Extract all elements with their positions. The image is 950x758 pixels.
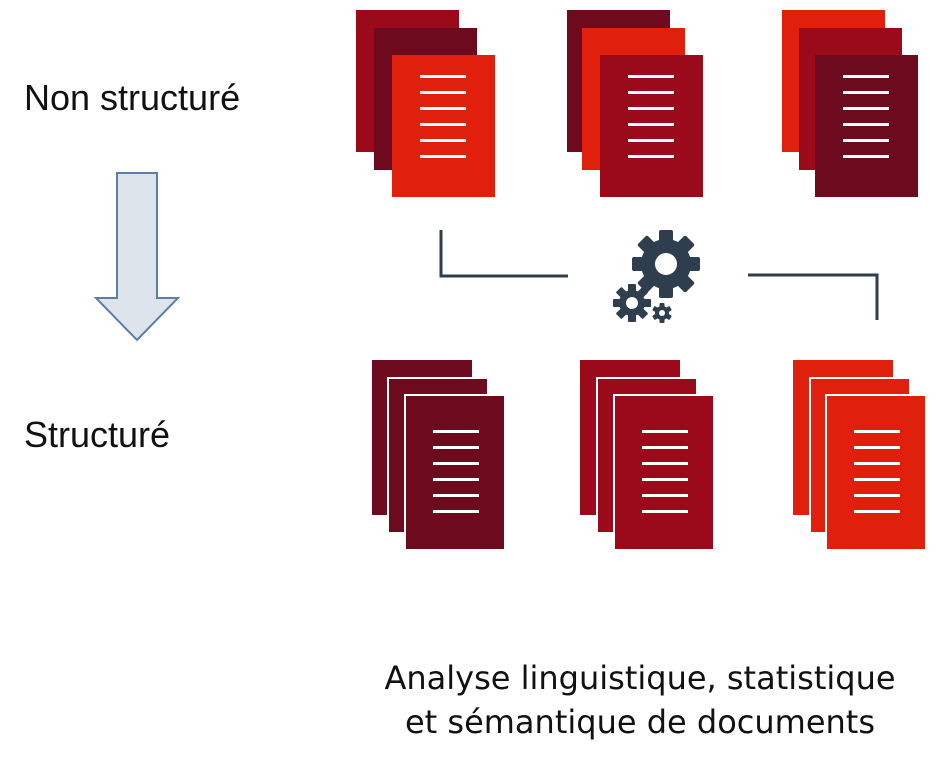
doc-stack-structured-1 (372, 360, 506, 551)
doc-stack-unstructured-1 (356, 10, 495, 197)
label-unstructured: Non structuré (24, 77, 241, 118)
doc-stack-structured-2 (580, 360, 715, 551)
doc-stack-structured-3 (793, 360, 927, 551)
connector-right (748, 273, 879, 320)
doc-stack-unstructured-3 (782, 10, 918, 197)
caption-line-1: Analyse linguistique, statistique (384, 659, 896, 697)
caption-line-2: et sémantique de documents (404, 703, 875, 741)
connector-left (439, 230, 568, 278)
down-arrow-icon (93, 172, 181, 342)
doc-stack-unstructured-2 (567, 10, 703, 197)
gears-icon (613, 230, 700, 323)
label-structured: Structuré (24, 414, 171, 455)
